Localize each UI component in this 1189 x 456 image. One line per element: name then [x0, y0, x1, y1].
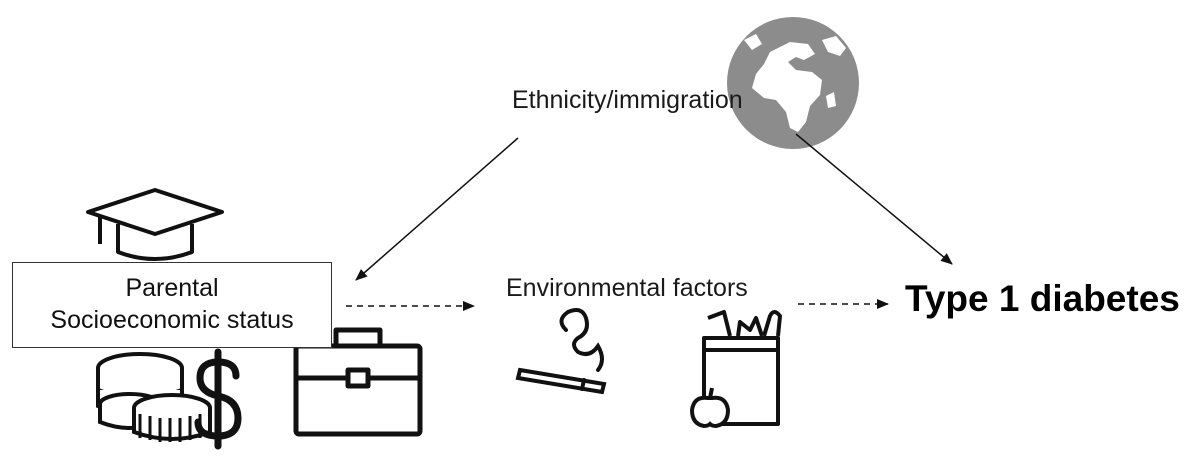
dollar-sign-icon [194, 348, 242, 450]
ethnicity-node: Ethnicity/immigration [512, 86, 743, 114]
graduation-cap-icon [86, 188, 224, 261]
ses-node: Parental Socioeconomic status [12, 262, 332, 348]
briefcase-icon [293, 327, 423, 437]
environment-node: Environmental factors [506, 274, 748, 302]
ses-label-line2: Socioeconomic status [50, 306, 294, 334]
outcome-node: Type 1 diabetes [905, 278, 1180, 319]
grocery-bag-icon [702, 310, 782, 426]
globe-icon [727, 17, 859, 149]
ses-label-line1: Parental [125, 274, 219, 302]
edge-ethnicity-to-t1d [795, 133, 953, 265]
cigarette-icon [515, 308, 607, 395]
edge-ethnicity-to-ses [355, 137, 519, 281]
coins-icon [96, 352, 212, 442]
apple-icon [689, 387, 731, 429]
